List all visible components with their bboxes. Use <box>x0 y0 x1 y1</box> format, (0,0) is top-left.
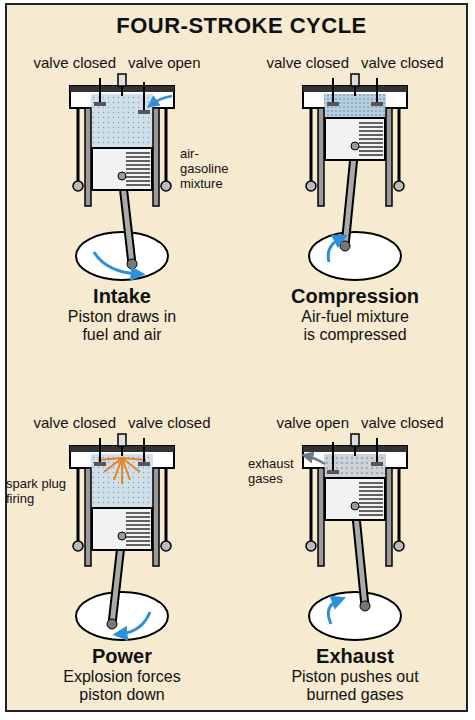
crank-disk <box>309 592 401 640</box>
flow-arrow <box>152 96 172 104</box>
piston <box>92 508 152 550</box>
crank-pin <box>360 601 370 611</box>
piston <box>92 148 152 190</box>
stroke-description: Piston draws in fuel and air <box>57 308 187 344</box>
valve-stem <box>332 78 334 102</box>
spark-burst <box>98 458 146 484</box>
valve-label: valve closed <box>128 414 218 432</box>
crank-disk <box>76 232 168 280</box>
valve-label: valve closed <box>259 54 349 72</box>
valve-stem <box>376 78 378 102</box>
spark-plug <box>118 74 126 96</box>
callout-label: spark plug firing <box>6 476 68 506</box>
cylinder-wall <box>306 468 404 566</box>
valve-stem <box>143 82 145 110</box>
stroke-name: Exhaust <box>245 644 465 668</box>
valve-stem <box>99 438 101 462</box>
valve-head <box>138 462 150 466</box>
valve-head <box>371 462 383 466</box>
valve-head <box>327 470 339 474</box>
gas-mixture <box>91 454 153 508</box>
valve-stem <box>332 442 334 470</box>
cylinder-wall <box>306 108 404 206</box>
valve-label: valve closed <box>26 54 116 72</box>
stroke-description: Explosion forces piston down <box>57 668 187 704</box>
stroke-description: Piston pushes out burned gases <box>288 668 423 704</box>
valve-head <box>138 110 150 114</box>
crank-pin <box>340 241 350 251</box>
power-engine <box>70 434 174 640</box>
rotation-arrow <box>94 252 138 274</box>
stroke-name: Intake <box>12 284 232 308</box>
valve-label: valve closed <box>26 414 116 432</box>
valve-head <box>94 462 106 466</box>
spark-plug <box>351 434 359 456</box>
rotation-arrow <box>120 612 150 634</box>
valve-head <box>371 102 383 106</box>
diagram-title: FOUR-STROKE CYCLE <box>4 13 475 39</box>
rotation-arrow <box>328 238 341 262</box>
valve-label: valve open <box>259 414 349 432</box>
stroke-name: Power <box>12 644 232 668</box>
valve-head <box>94 102 106 106</box>
spark-plug <box>351 74 359 96</box>
crank-pin <box>127 259 137 269</box>
valve-label: valve open <box>128 54 218 72</box>
valve-stem <box>376 438 378 462</box>
callout-label: exhaust gases <box>248 456 296 486</box>
valve-label: valve closed <box>361 54 451 72</box>
crank-pin <box>107 619 117 629</box>
callout-label: air-gasoline mixture <box>180 146 240 191</box>
valve-head <box>327 102 339 106</box>
flow-arrow <box>307 456 325 464</box>
intake-engine <box>70 74 174 280</box>
valve-stem <box>99 78 101 102</box>
crank-disk <box>76 592 168 640</box>
stroke-description: Air-fuel mixture is compressed <box>295 308 415 344</box>
spark-plug <box>118 434 126 456</box>
compression-engine <box>303 74 407 280</box>
valve-label: valve closed <box>361 414 451 432</box>
stroke-name: Compression <box>245 284 465 308</box>
crank-disk <box>309 232 401 280</box>
piston <box>325 478 385 520</box>
valve-stem <box>143 438 145 462</box>
exhaust-engine <box>303 434 407 640</box>
rotation-arrow <box>328 600 339 624</box>
piston <box>325 118 385 160</box>
